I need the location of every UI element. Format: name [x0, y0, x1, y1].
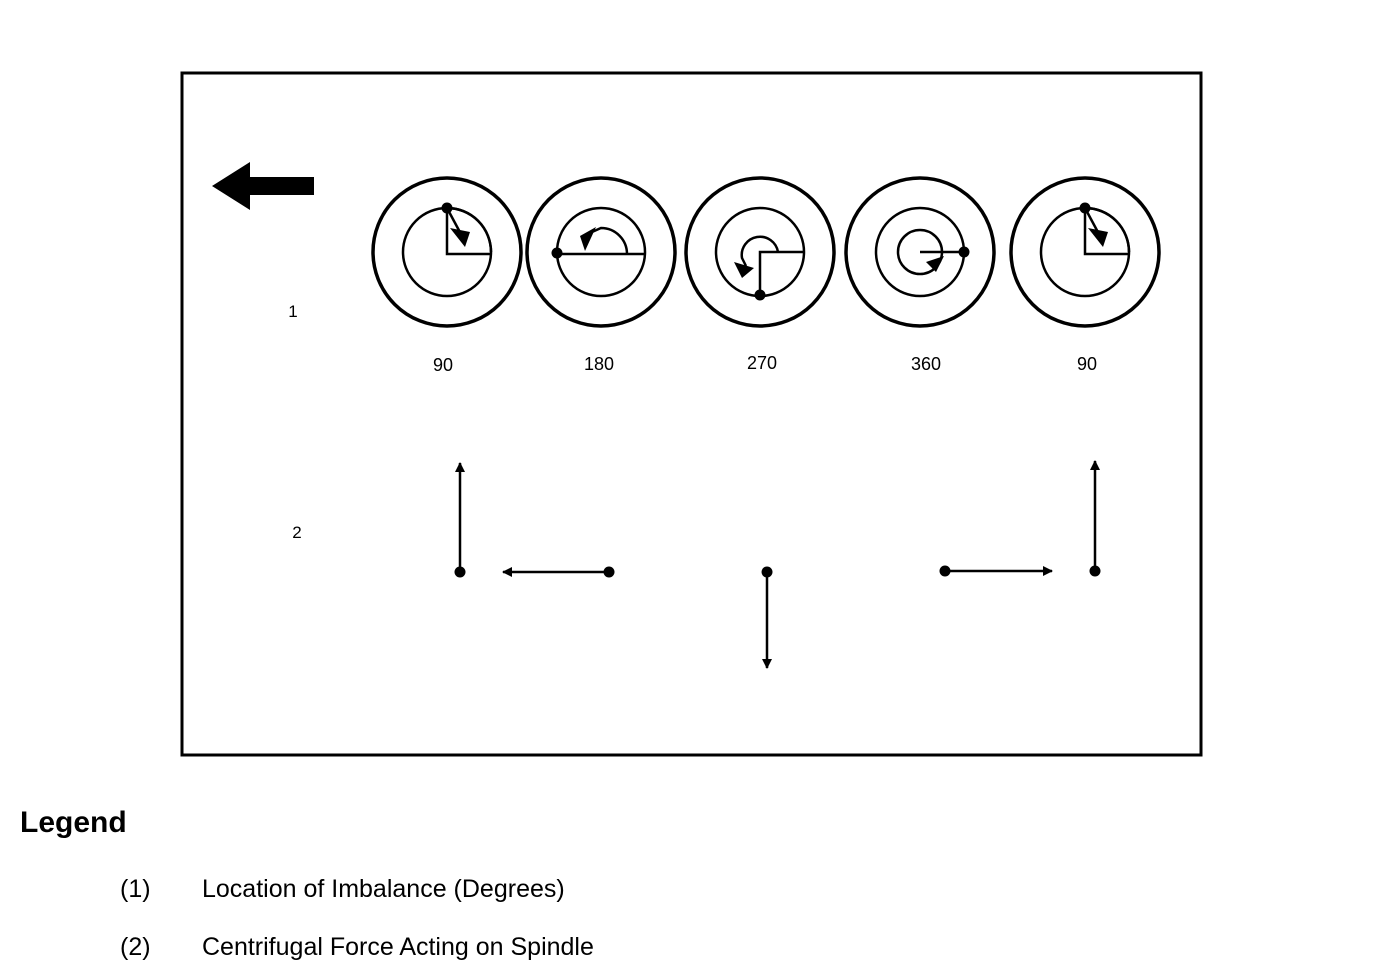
legend-item-number: (1): [120, 875, 151, 903]
legend-item-number: (2): [120, 933, 151, 961]
degree-label: 90: [433, 355, 453, 375]
force-vector-up: [454, 462, 466, 578]
wheel-90-repeat: [1009, 176, 1161, 328]
wheel-180: [525, 176, 677, 328]
wheel-270: [684, 176, 836, 328]
arrow-left-icon: [212, 162, 314, 210]
legend-item-text: Centrifugal Force Acting on Spindle: [202, 933, 594, 961]
force-vector-right: [939, 565, 1053, 577]
degree-labels: 90 180 270 360 90: [433, 353, 1097, 375]
legend-item-text: Location of Imbalance (Degrees): [202, 875, 565, 903]
row-label-2: 2: [292, 523, 301, 542]
diagram-frame: [180, 71, 1203, 757]
force-vector-left: [502, 566, 615, 578]
degree-label: 360: [911, 354, 941, 374]
legend-item: (1) Location of Imbalance (Degrees): [120, 874, 565, 904]
wheel-90: [371, 176, 523, 328]
degree-label: 270: [747, 353, 777, 373]
degree-label: 90: [1077, 354, 1097, 374]
force-vector-up-repeat: [1089, 460, 1101, 577]
wheel-360: [844, 176, 996, 328]
row-label-1: 1: [288, 302, 297, 321]
imbalance-diagram: 1 2 90 180 270 360 90: [180, 71, 1203, 757]
legend-item: (2) Centrifugal Force Acting on Spindle: [120, 932, 594, 962]
degree-label: 180: [584, 354, 614, 374]
force-vector-down: [761, 566, 773, 669]
legend-title: Legend: [20, 806, 127, 839]
